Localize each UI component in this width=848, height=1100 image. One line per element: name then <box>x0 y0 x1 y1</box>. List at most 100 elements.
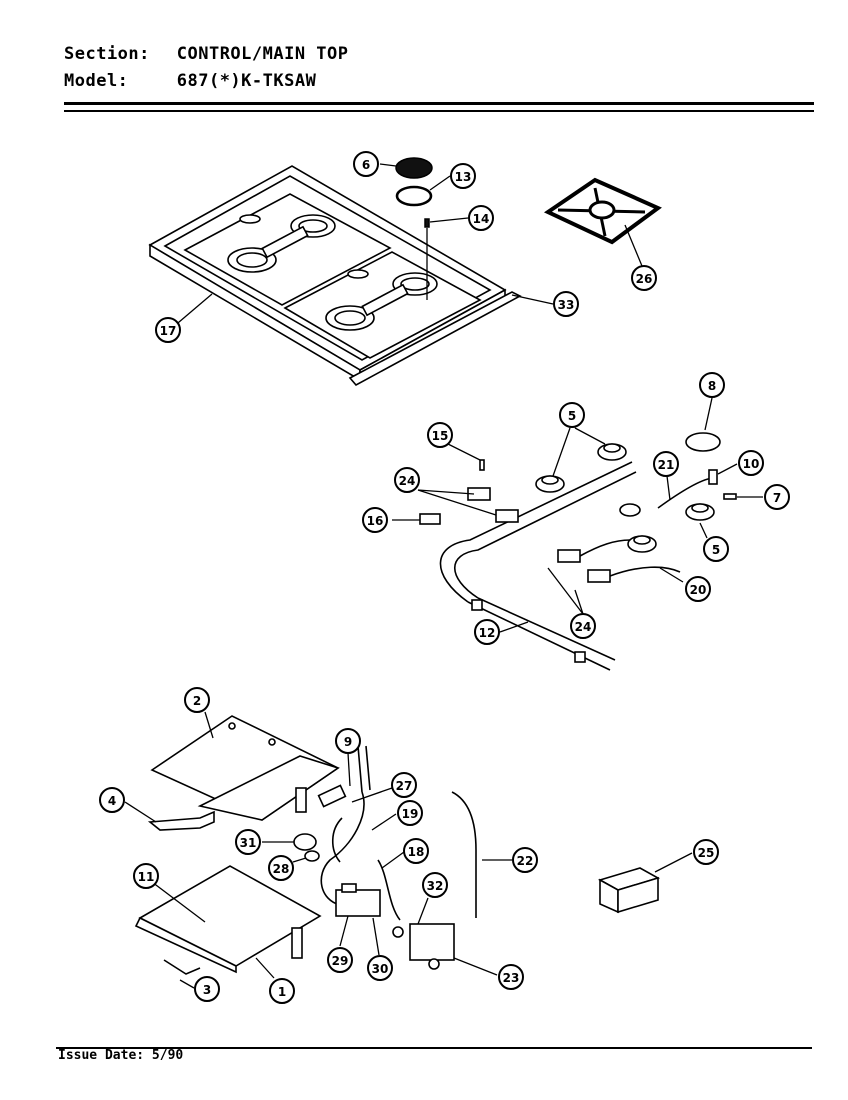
callout-28: 28 <box>268 855 294 881</box>
gas-tube <box>320 791 365 906</box>
callout-21: 21 <box>653 451 679 477</box>
callout-circle <box>653 451 679 477</box>
callout-circle <box>474 619 500 645</box>
callout-5: 5 <box>703 536 729 562</box>
callout-label: 31 <box>240 836 257 850</box>
callout-label: 33 <box>558 298 575 312</box>
callout-circle <box>194 976 220 1002</box>
callout-circle <box>512 847 538 873</box>
callout-11: 11 <box>133 863 159 889</box>
burner-head-left <box>535 475 565 493</box>
section-header: Section: CONTROL/MAIN TOP <box>64 44 349 64</box>
callout-circle <box>155 317 181 343</box>
burner-disc <box>685 432 721 452</box>
callout-label: 21 <box>658 458 675 472</box>
callout-15: 15 <box>427 422 453 448</box>
callout-label: 32 <box>427 879 444 893</box>
callout-label: 26 <box>636 272 653 286</box>
callout-circle <box>764 484 790 510</box>
model-value: 687(*)K-TKSAW <box>176 71 317 91</box>
callout-12: 12 <box>474 619 500 645</box>
main-top-panel <box>148 165 507 382</box>
callout-circle <box>269 978 295 1004</box>
callout-32: 32 <box>422 872 448 898</box>
callout-circle <box>422 872 448 898</box>
model-header: Model: 687(*)K-TKSAW <box>64 71 316 91</box>
callout-label: 25 <box>698 846 715 860</box>
callout-14: 14 <box>468 205 494 231</box>
regulator-valve <box>392 923 455 970</box>
callout-label: 19 <box>402 807 419 821</box>
callout-circle <box>553 291 579 317</box>
callout-19: 19 <box>397 800 423 826</box>
callout-label: 5 <box>568 409 576 423</box>
burner-head-right <box>597 443 627 461</box>
callout-circle <box>394 467 420 493</box>
callout-circle <box>570 613 596 639</box>
issue-date: Issue Date: 5/90 <box>58 1048 184 1063</box>
callout-label: 11 <box>138 870 155 884</box>
callout-label: 10 <box>743 457 760 471</box>
callout-label: 27 <box>396 779 413 793</box>
callout-label: 14 <box>473 212 490 226</box>
callout-13: 13 <box>450 163 476 189</box>
callout-label: 17 <box>160 324 177 338</box>
callout-label: 7 <box>773 491 781 505</box>
callout-label: 6 <box>362 158 370 172</box>
callout-23: 23 <box>498 964 524 990</box>
callout-17: 17 <box>155 317 181 343</box>
callout-label: 9 <box>344 735 352 749</box>
callout-10: 10 <box>738 450 764 476</box>
callout-label: 3 <box>203 983 211 997</box>
callout-circle <box>327 947 353 973</box>
callout-circle <box>693 839 719 865</box>
callout-circle <box>403 838 429 864</box>
upper-heat-shield <box>150 715 340 821</box>
callout-label: 24 <box>399 474 416 488</box>
footer-rule <box>56 1047 812 1049</box>
callout-20: 20 <box>685 576 711 602</box>
trim-strip <box>348 291 522 387</box>
callout-24: 24 <box>570 613 596 639</box>
callout-circle <box>335 728 361 754</box>
callout-3: 3 <box>194 976 220 1002</box>
callout-label: 12 <box>479 626 496 640</box>
callout-circle <box>703 536 729 562</box>
callout-circle <box>699 372 725 398</box>
callout-22: 22 <box>512 847 538 873</box>
callout-circle <box>391 772 417 798</box>
header-rule-thick <box>64 102 814 105</box>
screw <box>424 218 430 228</box>
spud <box>419 513 441 525</box>
callout-33: 33 <box>553 291 579 317</box>
callout-18: 18 <box>403 838 429 864</box>
control-block <box>597 867 661 914</box>
burner-head-front <box>627 535 657 553</box>
callout-label: 24 <box>575 620 592 634</box>
callout-label: 22 <box>517 854 534 868</box>
callout-6: 6 <box>353 151 379 177</box>
section-value: CONTROL/MAIN TOP <box>176 44 349 64</box>
callout-label: 20 <box>690 583 707 597</box>
manifold-pipe <box>439 461 637 671</box>
callout-circle <box>362 507 388 533</box>
callout-29: 29 <box>327 947 353 973</box>
callout-circle <box>498 964 524 990</box>
callout-circle <box>268 855 294 881</box>
feed-pipe <box>451 791 477 918</box>
callout-circle <box>184 687 210 713</box>
elbow-fitting <box>293 833 317 851</box>
burner-grate <box>543 177 662 245</box>
lower-heat-shield <box>134 787 322 975</box>
callout-5: 5 <box>559 402 585 428</box>
callout-25: 25 <box>693 839 719 865</box>
callout-circle <box>631 265 657 291</box>
callout-7: 7 <box>764 484 790 510</box>
callout-label: 1 <box>278 985 286 999</box>
cap-ring <box>395 185 433 207</box>
callout-circle <box>353 151 379 177</box>
section-label: Section: <box>64 44 150 64</box>
callout-circle <box>685 576 711 602</box>
callout-label: 30 <box>372 962 389 976</box>
